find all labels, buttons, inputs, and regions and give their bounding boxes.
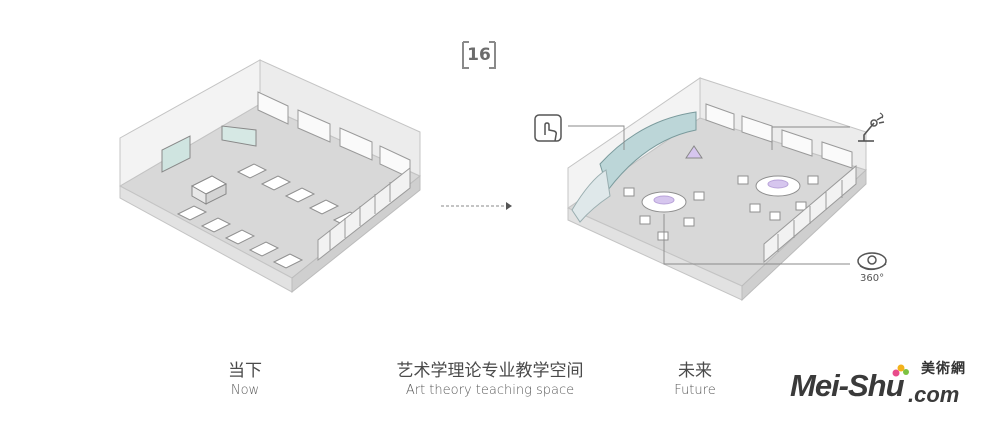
robot-arm-icon	[858, 112, 885, 142]
vr-360-icon	[857, 252, 887, 271]
windows-now	[257, 91, 411, 179]
badge-frame-icon	[462, 41, 496, 69]
caption-future-en: Future	[674, 383, 716, 398]
caption-middle-en: Art theory teaching space	[405, 383, 575, 398]
logo-domain-text: .com	[908, 382, 960, 407]
logo-main-text: Mei-Shu	[790, 368, 905, 403]
flower-icon	[892, 364, 909, 377]
chairs-future	[623, 175, 819, 241]
bookshelf-now	[317, 166, 411, 262]
robot-device-future	[685, 145, 703, 159]
desks-now	[176, 163, 364, 269]
caption-now-en: Now	[230, 383, 260, 398]
callout-lines	[568, 125, 850, 265]
caption-future-cn: 未来	[678, 361, 712, 381]
caption-middle: 艺术学理论专业教学空间 Art theory teaching space	[340, 360, 640, 400]
caption-now-cn: 当下	[228, 361, 262, 381]
logo-chinese-text: 美術網	[921, 361, 966, 377]
blackboard-now	[161, 135, 191, 173]
figure-number-badge: 16	[460, 40, 498, 70]
whiteboard-now	[221, 125, 257, 147]
vr-360-callout: 360°	[852, 248, 892, 288]
caption-now: 当下 Now	[200, 360, 290, 400]
bookshelf-future	[763, 164, 857, 264]
meishu-logo: 美術網 Mei-Shu .com	[790, 358, 990, 418]
touch-screen-icon	[534, 114, 562, 142]
vr-360-label: 360°	[860, 273, 885, 284]
figure-number: 16	[467, 45, 491, 65]
caption-middle-cn: 艺术学理论专业教学空间	[396, 361, 584, 381]
caption-future: 未来 Future	[640, 360, 750, 400]
interactive-screen-future	[599, 111, 697, 192]
windows-future	[705, 103, 853, 169]
